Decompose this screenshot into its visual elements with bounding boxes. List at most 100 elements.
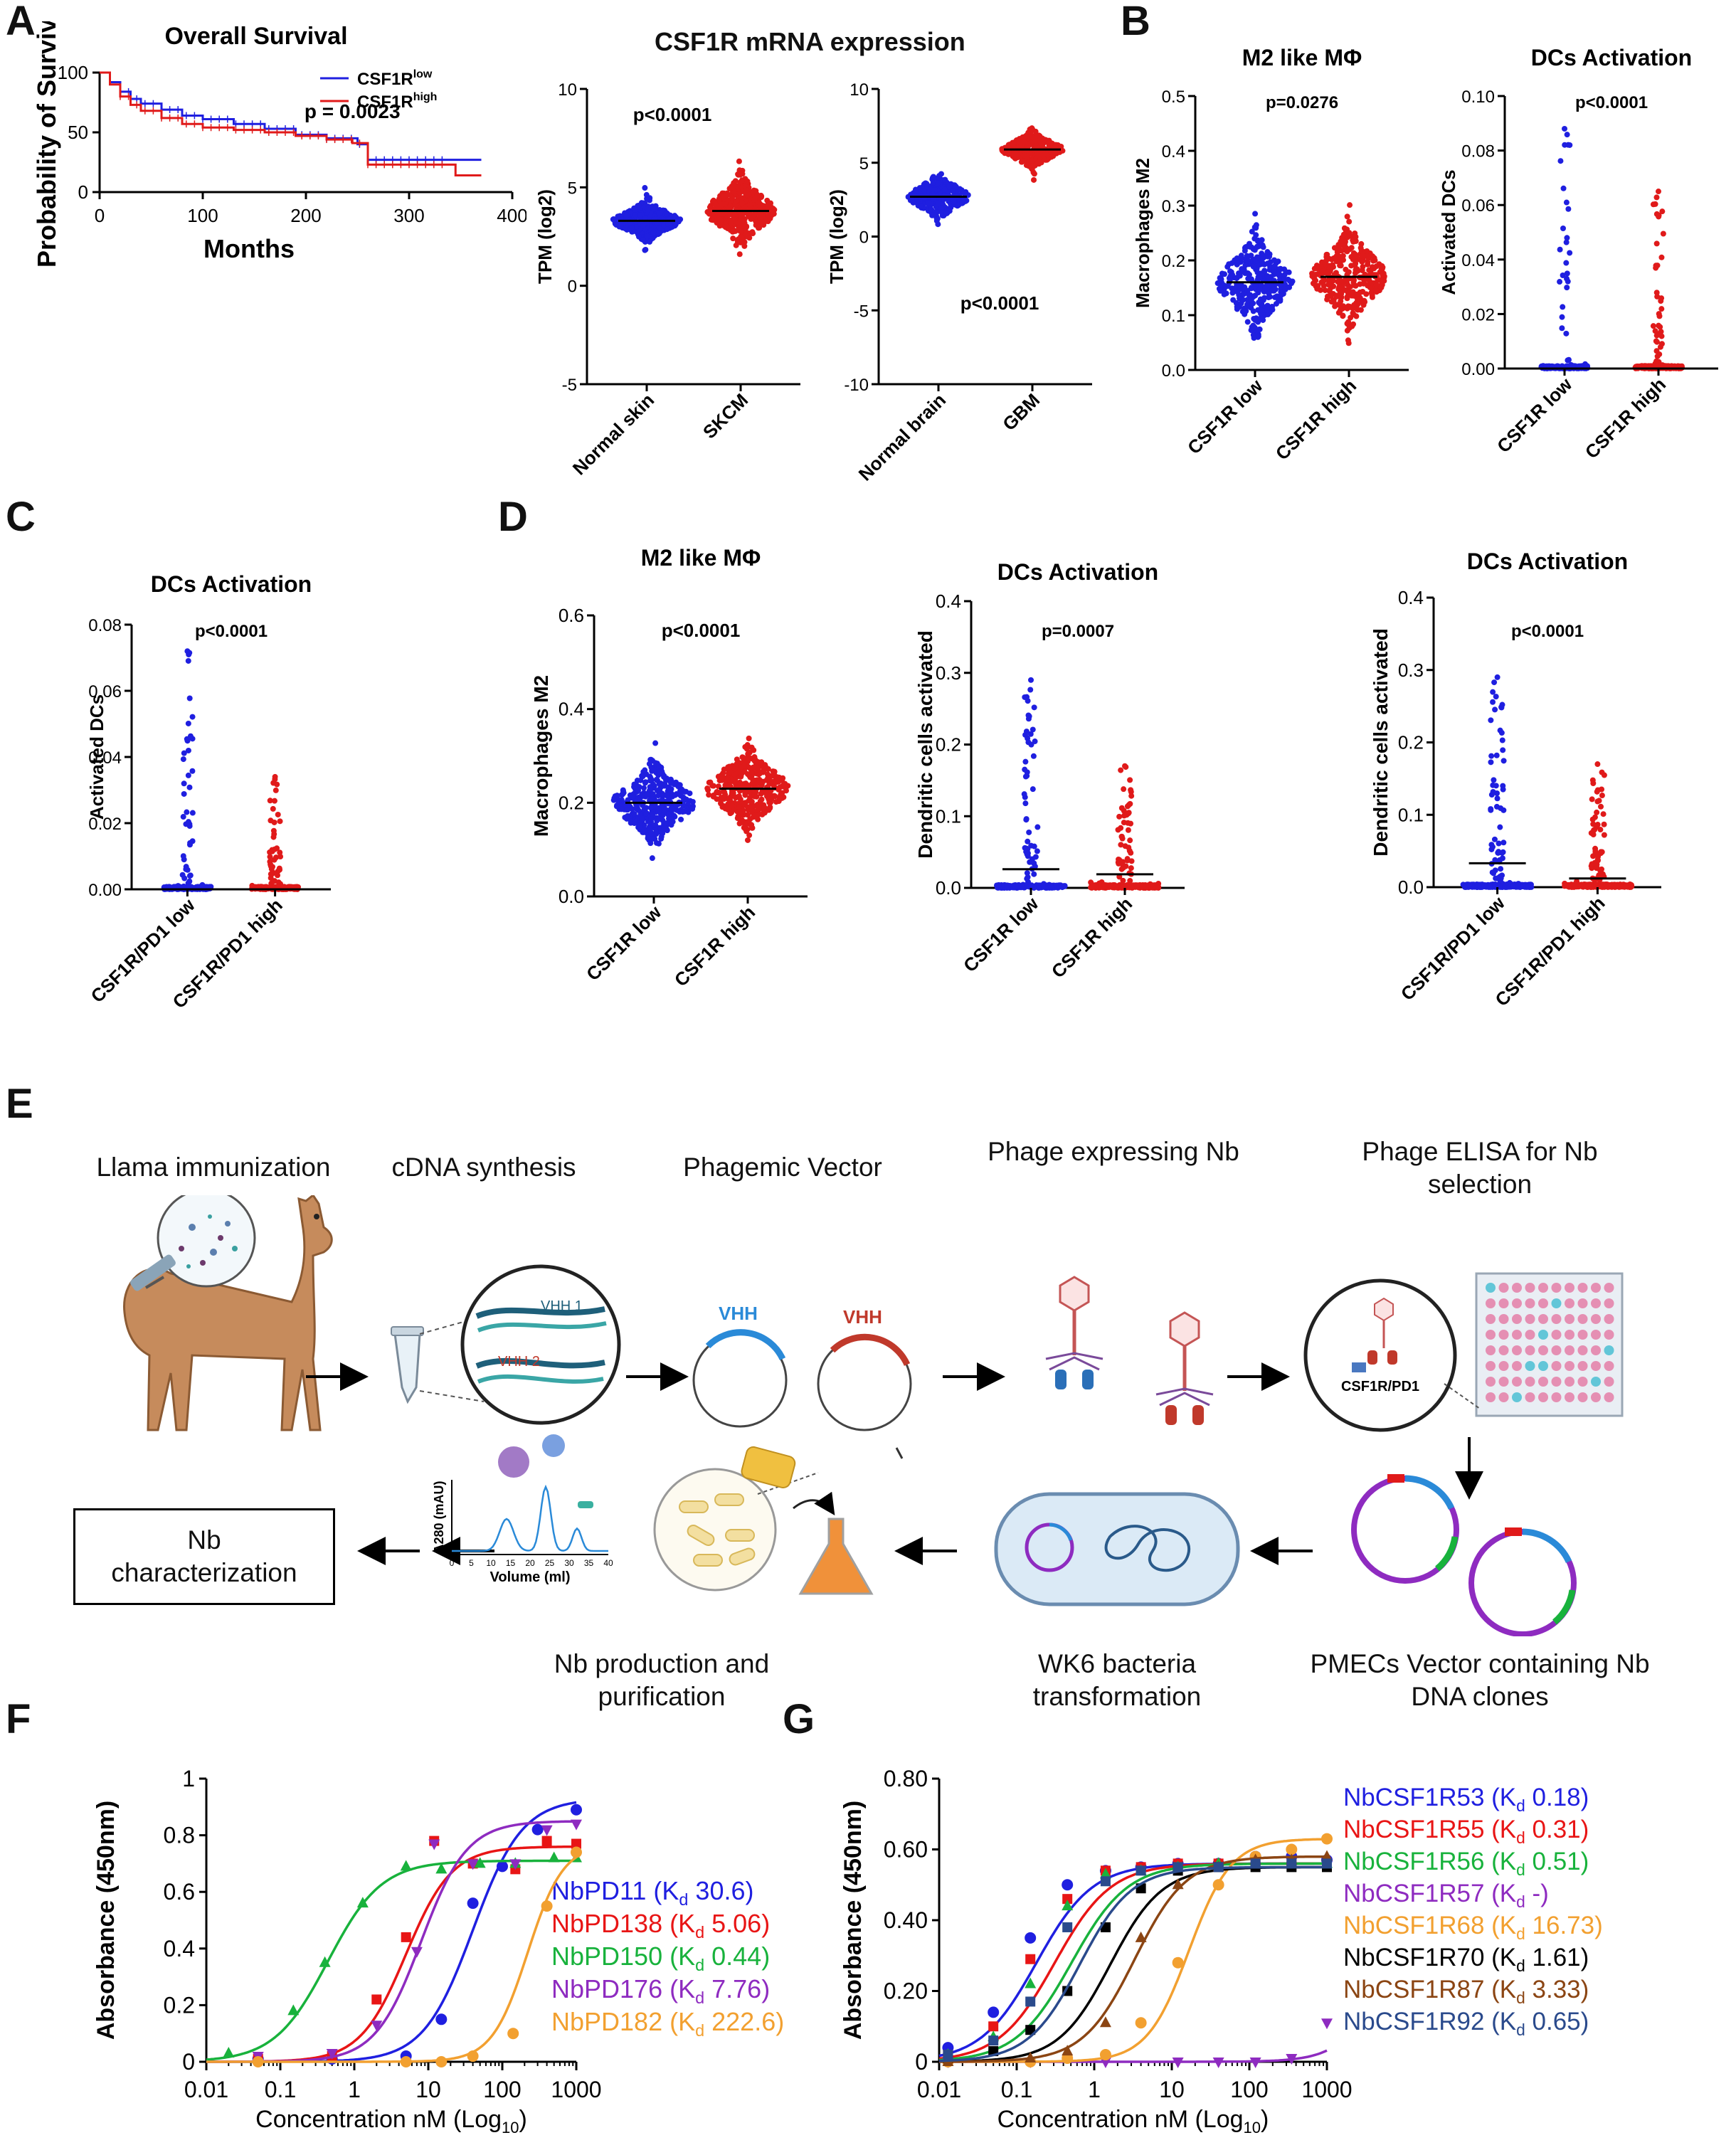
data-point bbox=[750, 189, 756, 195]
data-point bbox=[1380, 272, 1386, 279]
y-tick-label: 0 bbox=[568, 277, 577, 297]
data-point bbox=[1650, 323, 1656, 329]
data-point bbox=[181, 750, 187, 756]
data-point bbox=[1564, 132, 1570, 138]
data-point bbox=[780, 781, 787, 788]
data-point bbox=[679, 809, 686, 815]
data-point bbox=[1017, 139, 1024, 146]
category-label: CSF1R high bbox=[670, 901, 759, 990]
data-point bbox=[656, 815, 662, 822]
data-point bbox=[1496, 840, 1502, 847]
data-point bbox=[1264, 307, 1270, 313]
data-point bbox=[1255, 319, 1261, 325]
data-point bbox=[1025, 698, 1031, 704]
y-tick-label: 0.2 bbox=[936, 734, 961, 756]
data-point bbox=[1488, 759, 1494, 766]
data-point bbox=[1564, 285, 1570, 291]
data-point bbox=[749, 229, 756, 235]
y-tick-label: 0.02 bbox=[1461, 305, 1495, 324]
data-point bbox=[1372, 287, 1379, 293]
data-point bbox=[760, 778, 766, 785]
data-point bbox=[1217, 287, 1224, 294]
data-point bbox=[1229, 290, 1236, 296]
data-point bbox=[677, 782, 683, 788]
data-point bbox=[635, 807, 642, 813]
data-point bbox=[665, 811, 672, 817]
x-tick-label: 400 bbox=[497, 205, 526, 226]
category-label: CSF1R high bbox=[1047, 893, 1136, 982]
data-point bbox=[766, 780, 773, 786]
data-point bbox=[766, 213, 772, 219]
data-point bbox=[745, 751, 751, 757]
data-point bbox=[730, 211, 736, 217]
data-point bbox=[646, 825, 652, 831]
data-point bbox=[1652, 328, 1658, 334]
y-axis-label: Macrophages M2 bbox=[1132, 158, 1153, 308]
data-point bbox=[1143, 884, 1149, 890]
data-point bbox=[270, 827, 277, 834]
data-point bbox=[766, 775, 773, 781]
data-point bbox=[1024, 870, 1030, 877]
data-point bbox=[741, 825, 747, 831]
data-point bbox=[744, 782, 751, 788]
data-point bbox=[718, 772, 724, 778]
data-point bbox=[618, 806, 625, 812]
data-point bbox=[632, 212, 638, 218]
data-point bbox=[665, 221, 672, 227]
data-point bbox=[722, 792, 729, 798]
data-point bbox=[656, 225, 662, 231]
data-point bbox=[1252, 211, 1259, 217]
data-point bbox=[1058, 144, 1064, 150]
x-tick-label: 200 bbox=[290, 205, 321, 226]
data-point bbox=[1034, 848, 1040, 854]
data-point bbox=[748, 772, 755, 778]
y-tick-label: 0.06 bbox=[88, 682, 122, 701]
data-point bbox=[733, 242, 739, 248]
data-point bbox=[1256, 275, 1263, 281]
data-point bbox=[1499, 737, 1505, 743]
data-point bbox=[1014, 883, 1020, 889]
y-tick-label: 50 bbox=[68, 122, 88, 143]
y-tick-label: 0.4 bbox=[559, 699, 584, 720]
data-point bbox=[668, 780, 674, 787]
data-point bbox=[732, 178, 739, 184]
data-point bbox=[1226, 261, 1232, 268]
data-point bbox=[1240, 291, 1247, 297]
y-tick-label: 0.0 bbox=[936, 877, 961, 899]
data-point bbox=[1369, 292, 1375, 298]
data-point bbox=[748, 825, 755, 831]
data-point bbox=[1347, 284, 1353, 290]
data-point bbox=[1489, 844, 1496, 850]
data-point bbox=[185, 657, 191, 664]
data-point bbox=[1244, 270, 1251, 277]
data-point bbox=[1234, 304, 1240, 310]
data-point bbox=[1024, 769, 1030, 775]
data-point bbox=[1338, 263, 1344, 269]
data-point bbox=[657, 829, 664, 835]
data-point bbox=[1244, 319, 1251, 325]
data-point bbox=[1028, 677, 1034, 683]
data-point bbox=[1498, 730, 1505, 736]
data-point bbox=[1271, 263, 1277, 270]
data-point bbox=[647, 784, 654, 790]
data-point bbox=[1029, 859, 1035, 865]
data-point bbox=[653, 776, 660, 783]
data-point bbox=[776, 786, 782, 793]
data-point bbox=[1654, 293, 1661, 300]
data-point bbox=[1498, 866, 1504, 872]
data-point bbox=[1332, 303, 1338, 309]
data-point bbox=[656, 787, 662, 793]
data-point bbox=[1248, 297, 1254, 303]
data-point bbox=[1336, 309, 1343, 315]
data-point bbox=[649, 855, 655, 862]
data-point bbox=[740, 754, 746, 761]
y-tick-label: -5 bbox=[854, 302, 869, 321]
p-value: p = 0.0023 bbox=[305, 100, 401, 122]
data-point bbox=[199, 881, 206, 888]
data-point bbox=[1121, 786, 1127, 793]
data-point bbox=[1563, 260, 1570, 266]
data-point bbox=[1040, 152, 1047, 159]
data-point bbox=[687, 790, 693, 797]
data-point bbox=[1352, 261, 1358, 268]
p-value: p<0.0001 bbox=[960, 292, 1039, 314]
